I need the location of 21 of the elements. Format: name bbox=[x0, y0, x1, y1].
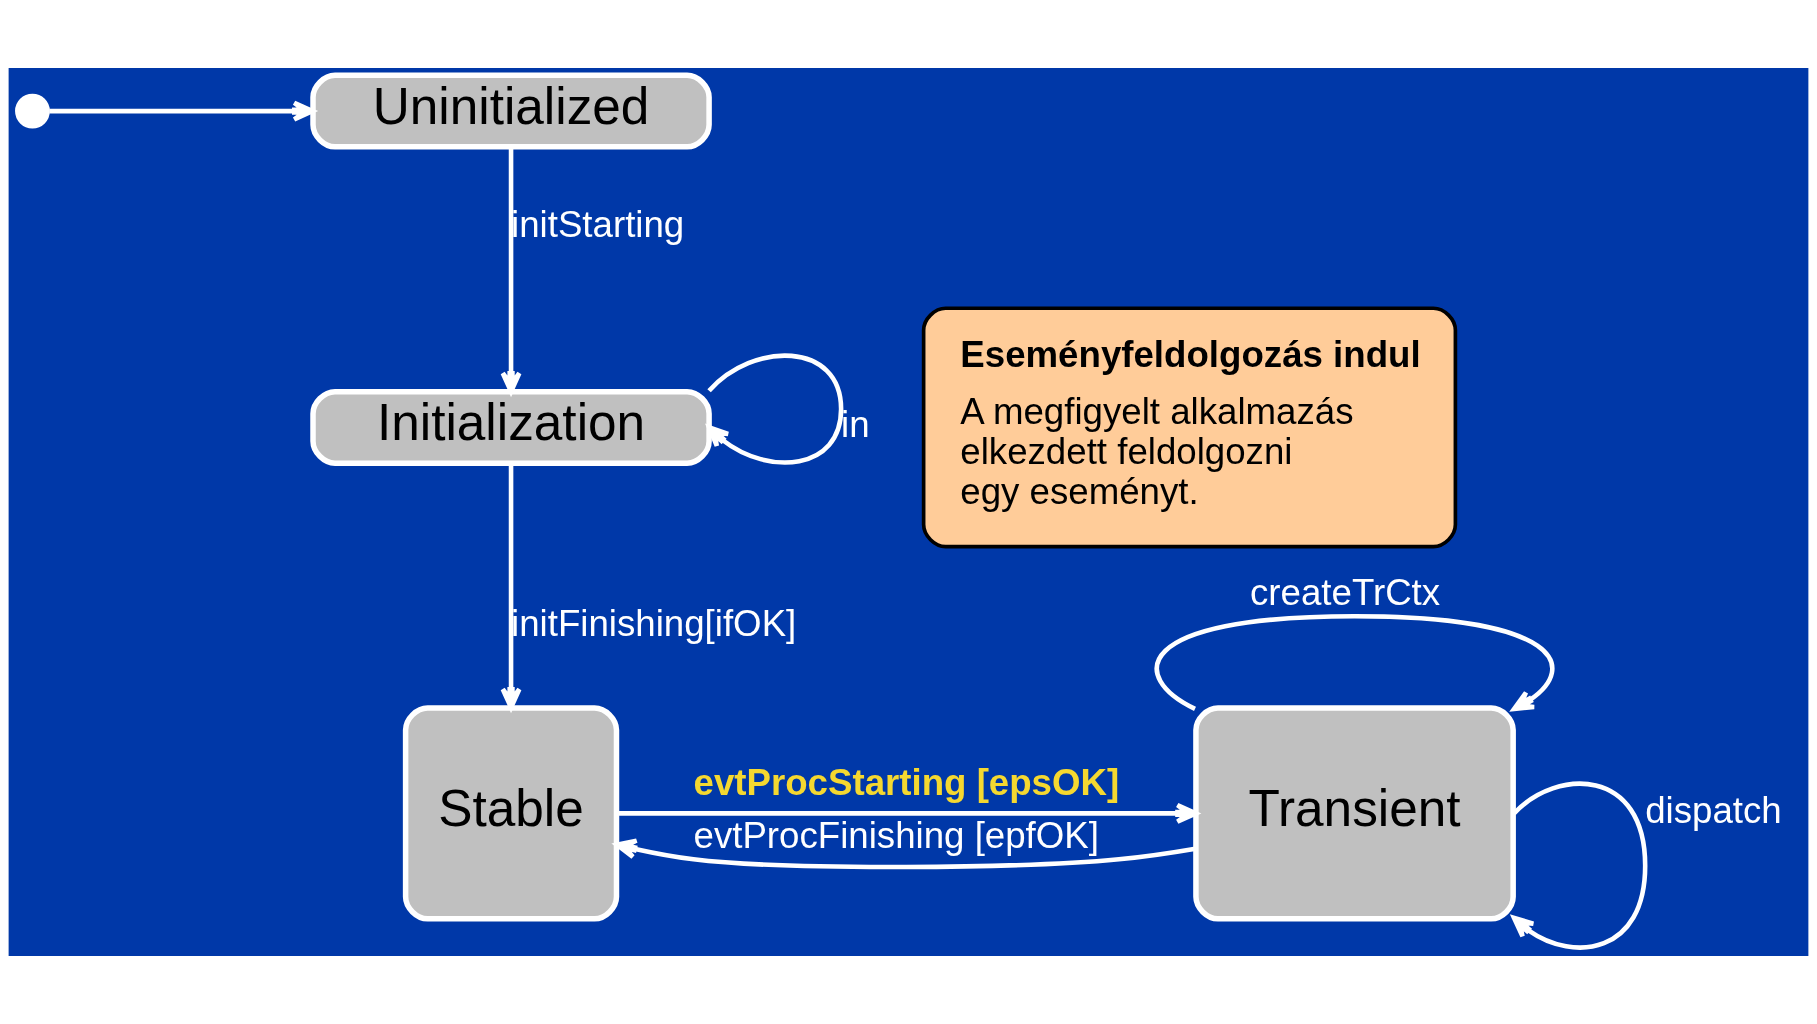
edge-label: evtProcFinishing [epfOK] bbox=[693, 815, 1099, 857]
node-circle bbox=[15, 93, 50, 129]
edge-label: in bbox=[841, 403, 870, 445]
edge-label: createTrCtx bbox=[1250, 572, 1441, 614]
node-box: Transient bbox=[1193, 705, 1516, 922]
arrow bbox=[500, 463, 522, 710]
arrow bbox=[617, 802, 1199, 824]
node-box: Eseményfeldolgozás indul A megfigyelt alkalmazás elkezdett feldolgozni egy eseményt. bbox=[921, 306, 1458, 549]
arrow bbox=[500, 147, 522, 394]
node-box: Stable bbox=[402, 705, 620, 922]
edge-label: initFinishing[ifOK] bbox=[511, 603, 797, 645]
arrow bbox=[614, 838, 1196, 870]
arrow bbox=[1511, 781, 1648, 950]
edge-label: evtProcStarting [epsOK] bbox=[693, 762, 1120, 804]
node-box: Uninitialized bbox=[310, 72, 712, 150]
arrow bbox=[1154, 614, 1555, 712]
node-box: Initialization bbox=[310, 388, 712, 466]
edge-label: initStarting bbox=[511, 203, 685, 245]
edge-label: dispatch bbox=[1645, 789, 1782, 831]
arrow bbox=[706, 353, 844, 465]
arrow bbox=[49, 100, 315, 122]
